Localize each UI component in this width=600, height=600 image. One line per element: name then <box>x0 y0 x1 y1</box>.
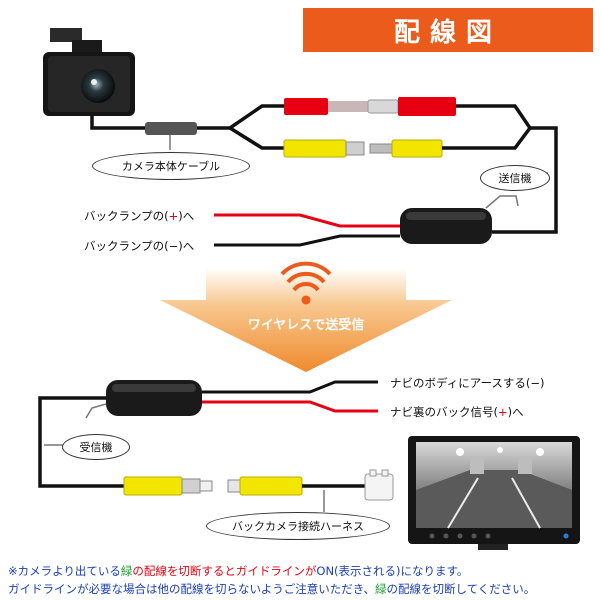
receiver-label: 受信機 <box>62 434 130 460</box>
camera-cable-label: カメラ本体ケーブル <box>92 152 250 180</box>
wireless-arrow <box>160 268 452 372</box>
diagram-title: 配線図 <box>303 8 593 52</box>
camera-unit <box>43 28 135 116</box>
note-line-1: ※カメラより出ている緑の配線を切断するとガイドラインがON(表示される)になりま… <box>8 564 469 578</box>
back-lamp-minus-label: バックランプの(−)へ <box>84 239 195 253</box>
wireless-label: ワイヤレスで送受信 <box>247 318 365 333</box>
transmitter-label: 送信機 <box>480 165 550 191</box>
navi-back-signal-label: ナビ裏のバック信号(+)へ <box>390 405 524 419</box>
wifi-icon <box>280 261 332 305</box>
back-lamp-plus-label: バックランプの(+)へ <box>84 209 195 223</box>
monitor-unit <box>408 436 580 550</box>
note-line-2: ガイドラインが必要な場合は他の配線を切らないようご注意いただき、緑の配線を切断し… <box>8 582 536 596</box>
harness-label: バックカメラ接続ハーネス <box>206 512 390 540</box>
navi-ground-label: ナビのボディにアースする(−) <box>390 376 545 390</box>
